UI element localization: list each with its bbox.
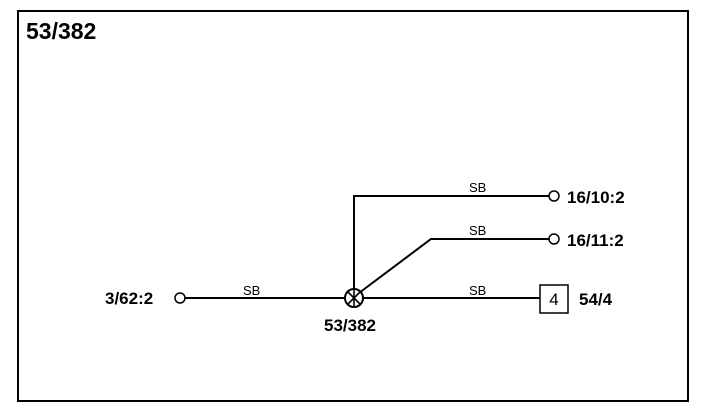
branch-1-color-label: SB — [469, 180, 486, 195]
branch-3-color-label: SB — [469, 283, 486, 298]
branch-2-terminal — [548, 233, 560, 245]
branch-2-color-label: SB — [469, 223, 486, 238]
branch-1-terminal-label: 16/10:2 — [567, 188, 625, 207]
diagram-title: 53/382 — [26, 18, 96, 44]
component-box — [539, 284, 569, 314]
component-box-number: 4 — [549, 290, 558, 309]
left-connector-label: 3/62:2 — [105, 289, 153, 308]
branch-3-terminal-label: 54/4 — [579, 290, 613, 309]
branch-2-terminal-label: 16/11:2 — [567, 231, 624, 250]
branch-1-terminal — [548, 190, 560, 202]
splice-icon — [344, 288, 364, 308]
branch-wire-2 — [358, 238, 549, 294]
branch-wire-1 — [353, 195, 549, 291]
splice-label: 53/382 — [324, 316, 376, 335]
main-wire-color-label: SB — [243, 283, 260, 298]
diagram-frame — [17, 10, 689, 402]
left-connector-terminal — [174, 292, 186, 304]
